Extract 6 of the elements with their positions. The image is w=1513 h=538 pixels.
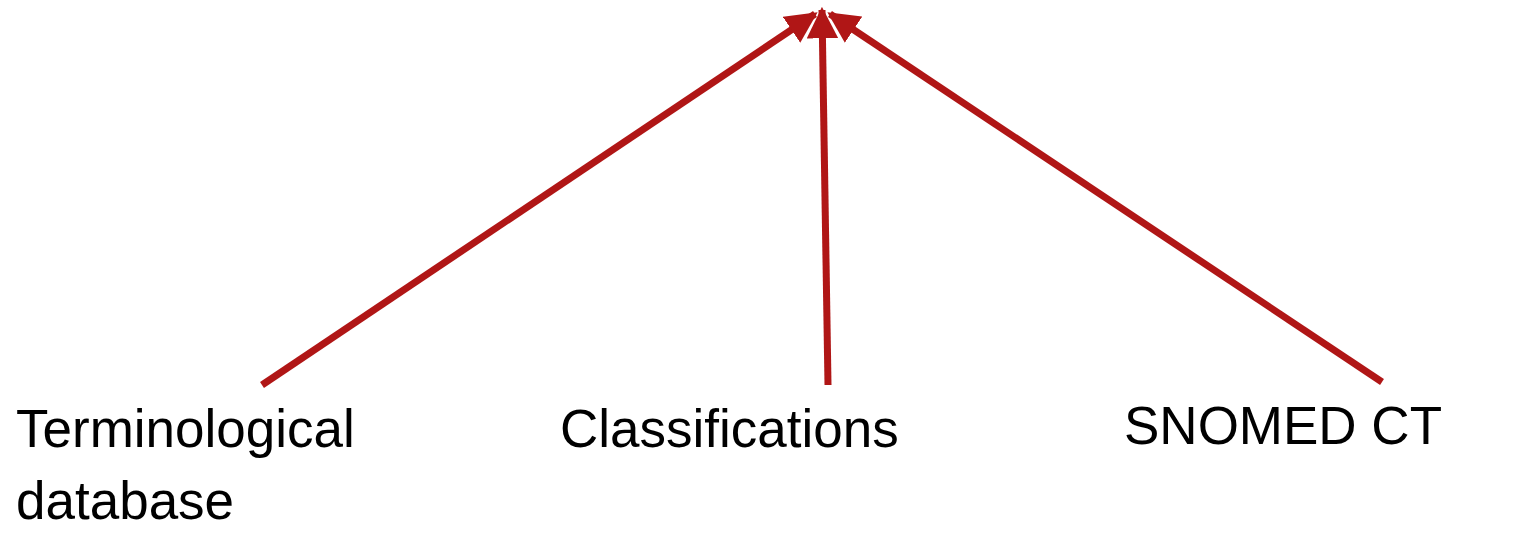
arrow [806, 6, 839, 386]
node-label: Terminological database [16, 398, 356, 532]
node-label: SNOMED CT [1124, 395, 1442, 457]
arrow [827, 11, 1384, 385]
arrow [260, 11, 818, 388]
node-label: Classifications [560, 398, 899, 460]
